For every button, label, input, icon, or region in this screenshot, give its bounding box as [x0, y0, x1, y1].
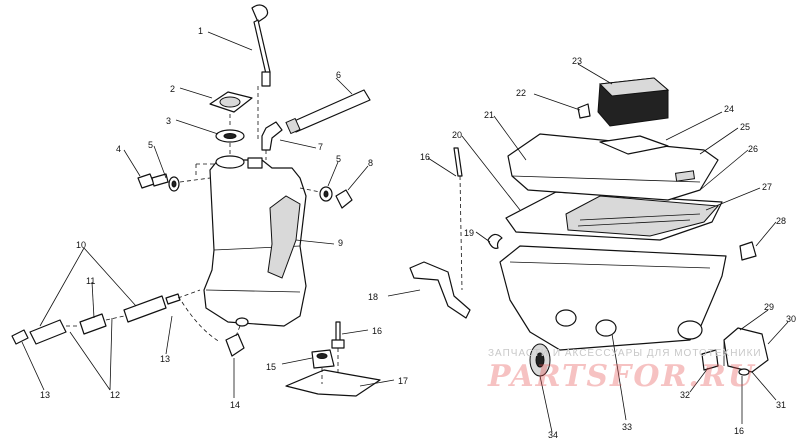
- oil-tank-assembly: 1 2 3 4 5 5 6 7 8 9 10 11 12 13 13 14 15…: [11, 4, 408, 410]
- callout-5b: 5: [336, 154, 341, 164]
- callout-4: 4: [116, 144, 121, 154]
- callout-21: 21: [484, 110, 494, 120]
- callout-32: 32: [680, 390, 690, 400]
- callout-24: 24: [724, 104, 734, 114]
- watermark-tagline: ЗАПЧАСТИ И АКСЕССУАРЫ ДЛЯ МОТОТЕХНИКИ: [488, 348, 762, 359]
- callout-26: 26: [748, 144, 758, 154]
- gasket-hole: [223, 133, 237, 139]
- callout-11: 11: [86, 276, 95, 286]
- hose-clip: [487, 233, 503, 249]
- callout-17: 17: [398, 376, 408, 386]
- foam-filter: [565, 195, 720, 237]
- nut-right: [335, 189, 353, 209]
- callout-8: 8: [368, 158, 373, 168]
- callout-10: 10: [76, 240, 86, 250]
- callout-9: 9: [338, 238, 343, 248]
- fuel-line: [11, 289, 201, 345]
- callout-23: 23: [572, 56, 582, 66]
- callout-16b: 16: [420, 152, 430, 162]
- callout-31: 31: [776, 400, 786, 410]
- callout-27: 27: [762, 182, 772, 192]
- bolt-left: [137, 173, 169, 189]
- watermark-logo: PARTSFOR.RU: [487, 359, 756, 394]
- air-box-assembly: 16 18 19 20 21 22 23 24 25 26 27 28 29 3…: [368, 56, 796, 440]
- mount-bracket: [285, 321, 381, 397]
- callout-34: 34: [548, 430, 558, 440]
- lid-screw: [577, 103, 591, 119]
- callout-15: 15: [266, 362, 276, 372]
- drain-rod: [453, 147, 463, 177]
- callout-2: 2: [170, 84, 175, 94]
- callout-29: 29: [764, 302, 774, 312]
- callout-12: 12: [110, 390, 120, 400]
- oil-tank: [203, 155, 307, 327]
- air-box-base: [499, 245, 727, 377]
- callout-13a: 13: [40, 390, 50, 400]
- leader-lines-right: [387, 63, 789, 433]
- side-bracket: [701, 327, 769, 376]
- callout-30: 30: [786, 314, 796, 324]
- elbow-fitting: [261, 121, 283, 151]
- callout-20: 20: [452, 130, 462, 140]
- outlet-fitting: [225, 333, 245, 357]
- callout-6: 6: [336, 70, 341, 80]
- latch: [739, 241, 757, 261]
- callout-7: 7: [318, 142, 323, 152]
- air-box-lid: [507, 133, 719, 201]
- callout-5a: 5: [148, 140, 153, 150]
- foam-block: [597, 77, 670, 127]
- callout-25: 25: [740, 122, 750, 132]
- callout-16c: 16: [734, 426, 744, 436]
- callout-16a: 16: [372, 326, 382, 336]
- vent-hose: [291, 89, 371, 133]
- callout-13b: 13: [160, 354, 170, 364]
- callout-14: 14: [230, 400, 240, 410]
- callout-3: 3: [166, 116, 171, 126]
- callout-1: 1: [198, 26, 203, 36]
- callout-33: 33: [622, 422, 632, 432]
- callout-19: 19: [464, 228, 474, 238]
- watermark: ЗАПЧАСТИ И АКСЕССУАРЫ ДЛЯ МОТОТЕХНИКИ PA…: [487, 348, 762, 394]
- dipstick: [251, 4, 271, 140]
- tank-cap: [209, 91, 253, 113]
- callout-22: 22: [516, 88, 526, 98]
- mounting-strap: [409, 261, 471, 319]
- callout-28: 28: [776, 216, 786, 226]
- leader-lines-left: [21, 31, 395, 398]
- callout-18: 18: [368, 292, 378, 302]
